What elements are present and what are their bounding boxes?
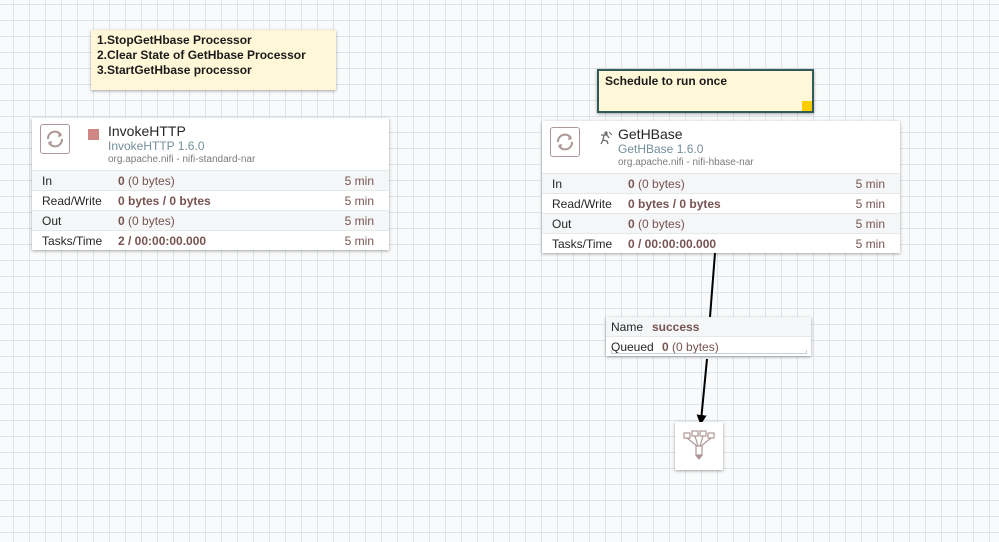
processor-name: GetHBase xyxy=(618,126,683,142)
note-line: Schedule to run once xyxy=(605,74,728,88)
processor-bundle: org.apache.nifi - nifi-standard-nar xyxy=(108,154,256,165)
stat-row-out: Out 0 (0 bytes) 5 min xyxy=(32,210,389,230)
queue-progress-bar xyxy=(611,350,807,354)
stat-label: Out xyxy=(552,217,572,231)
stat-value: 0 bytes / 0 bytes xyxy=(118,194,211,208)
stat-value: 2 / 00:00:00.000 xyxy=(118,234,207,248)
funnel-icon xyxy=(683,430,715,460)
processor-gethbase[interactable]: GetHBase GetHBase 1.6.0 org.apache.nifi … xyxy=(542,121,900,253)
processor-icon xyxy=(40,124,70,154)
stat-row-tasks: Tasks/Time 0 / 00:00:00.000 5 min xyxy=(542,233,900,253)
stat-row-in: In 0 (0 bytes) 5 min xyxy=(542,173,900,193)
stat-row-in: In 0 (0 bytes) 5 min xyxy=(32,170,389,190)
stat-label: Read/Write xyxy=(42,194,102,208)
note-line: 3.StartGetHbase processor xyxy=(97,63,252,77)
label-note-schedule[interactable]: Schedule to run once xyxy=(597,69,814,113)
stat-row-readwrite: Read/Write 0 bytes / 0 bytes 5 min xyxy=(32,190,389,210)
connection-label[interactable]: Name success Queued 0 (0 bytes) xyxy=(606,317,811,356)
label-resize-handle[interactable] xyxy=(802,101,812,111)
stat-window: 5 min xyxy=(855,217,885,231)
stat-window: 5 min xyxy=(855,197,885,211)
connection-queued-key: Queued xyxy=(611,340,654,354)
stat-row-readwrite: Read/Write 0 bytes / 0 bytes 5 min xyxy=(542,193,900,213)
stat-value: 0 / 00:00:00.000 xyxy=(628,237,717,251)
stat-window: 5 min xyxy=(344,194,374,208)
processor-name: InvokeHTTP xyxy=(108,123,186,139)
invalid-processor-icon xyxy=(599,131,613,145)
stat-value: 0 (0 bytes) xyxy=(118,214,175,228)
connection-queued-row: Queued 0 (0 bytes) xyxy=(606,336,811,356)
processor-type: GetHBase 1.6.0 xyxy=(618,142,704,156)
stat-label: In xyxy=(552,177,563,191)
stat-label: In xyxy=(42,174,53,188)
connection-queued-value: 0 (0 bytes) xyxy=(662,340,719,354)
stat-window: 5 min xyxy=(344,234,374,248)
funnel[interactable] xyxy=(675,422,723,470)
connection-name-value: success xyxy=(652,320,700,334)
stat-window: 5 min xyxy=(344,174,374,188)
stat-label: Out xyxy=(42,214,62,228)
processor-icon xyxy=(550,127,580,157)
stat-window: 5 min xyxy=(855,177,885,191)
connection-name-row: Name success xyxy=(606,317,811,336)
label-note-steps[interactable]: 1.StopGetHbase Processor 2.Clear State o… xyxy=(91,30,336,90)
processor-bundle: org.apache.nifi - nifi-hbase-nar xyxy=(618,157,754,168)
note-line: 1.StopGetHbase Processor xyxy=(97,33,252,47)
connection-name-key: Name xyxy=(611,320,644,334)
stat-label: Read/Write xyxy=(552,197,612,211)
processor-type: InvokeHTTP 1.6.0 xyxy=(108,139,205,153)
stat-value: 0 (0 bytes) xyxy=(118,174,175,188)
stat-value: 0 (0 bytes) xyxy=(628,177,685,191)
stat-row-tasks: Tasks/Time 2 / 00:00:00.000 5 min xyxy=(32,230,389,250)
stat-window: 5 min xyxy=(344,214,374,228)
processor-invokehttp[interactable]: InvokeHTTP InvokeHTTP 1.6.0 org.apache.n… xyxy=(32,118,389,250)
stopped-square-icon xyxy=(88,129,99,140)
stat-value: 0 (0 bytes) xyxy=(628,217,685,231)
stat-row-out: Out 0 (0 bytes) 5 min xyxy=(542,213,900,233)
note-line: 2.Clear State of GetHbase Processor xyxy=(97,48,306,62)
stat-value: 0 bytes / 0 bytes xyxy=(628,197,721,211)
stat-label: Tasks/Time xyxy=(552,237,613,251)
stat-window: 5 min xyxy=(855,237,885,251)
stat-label: Tasks/Time xyxy=(42,234,103,248)
